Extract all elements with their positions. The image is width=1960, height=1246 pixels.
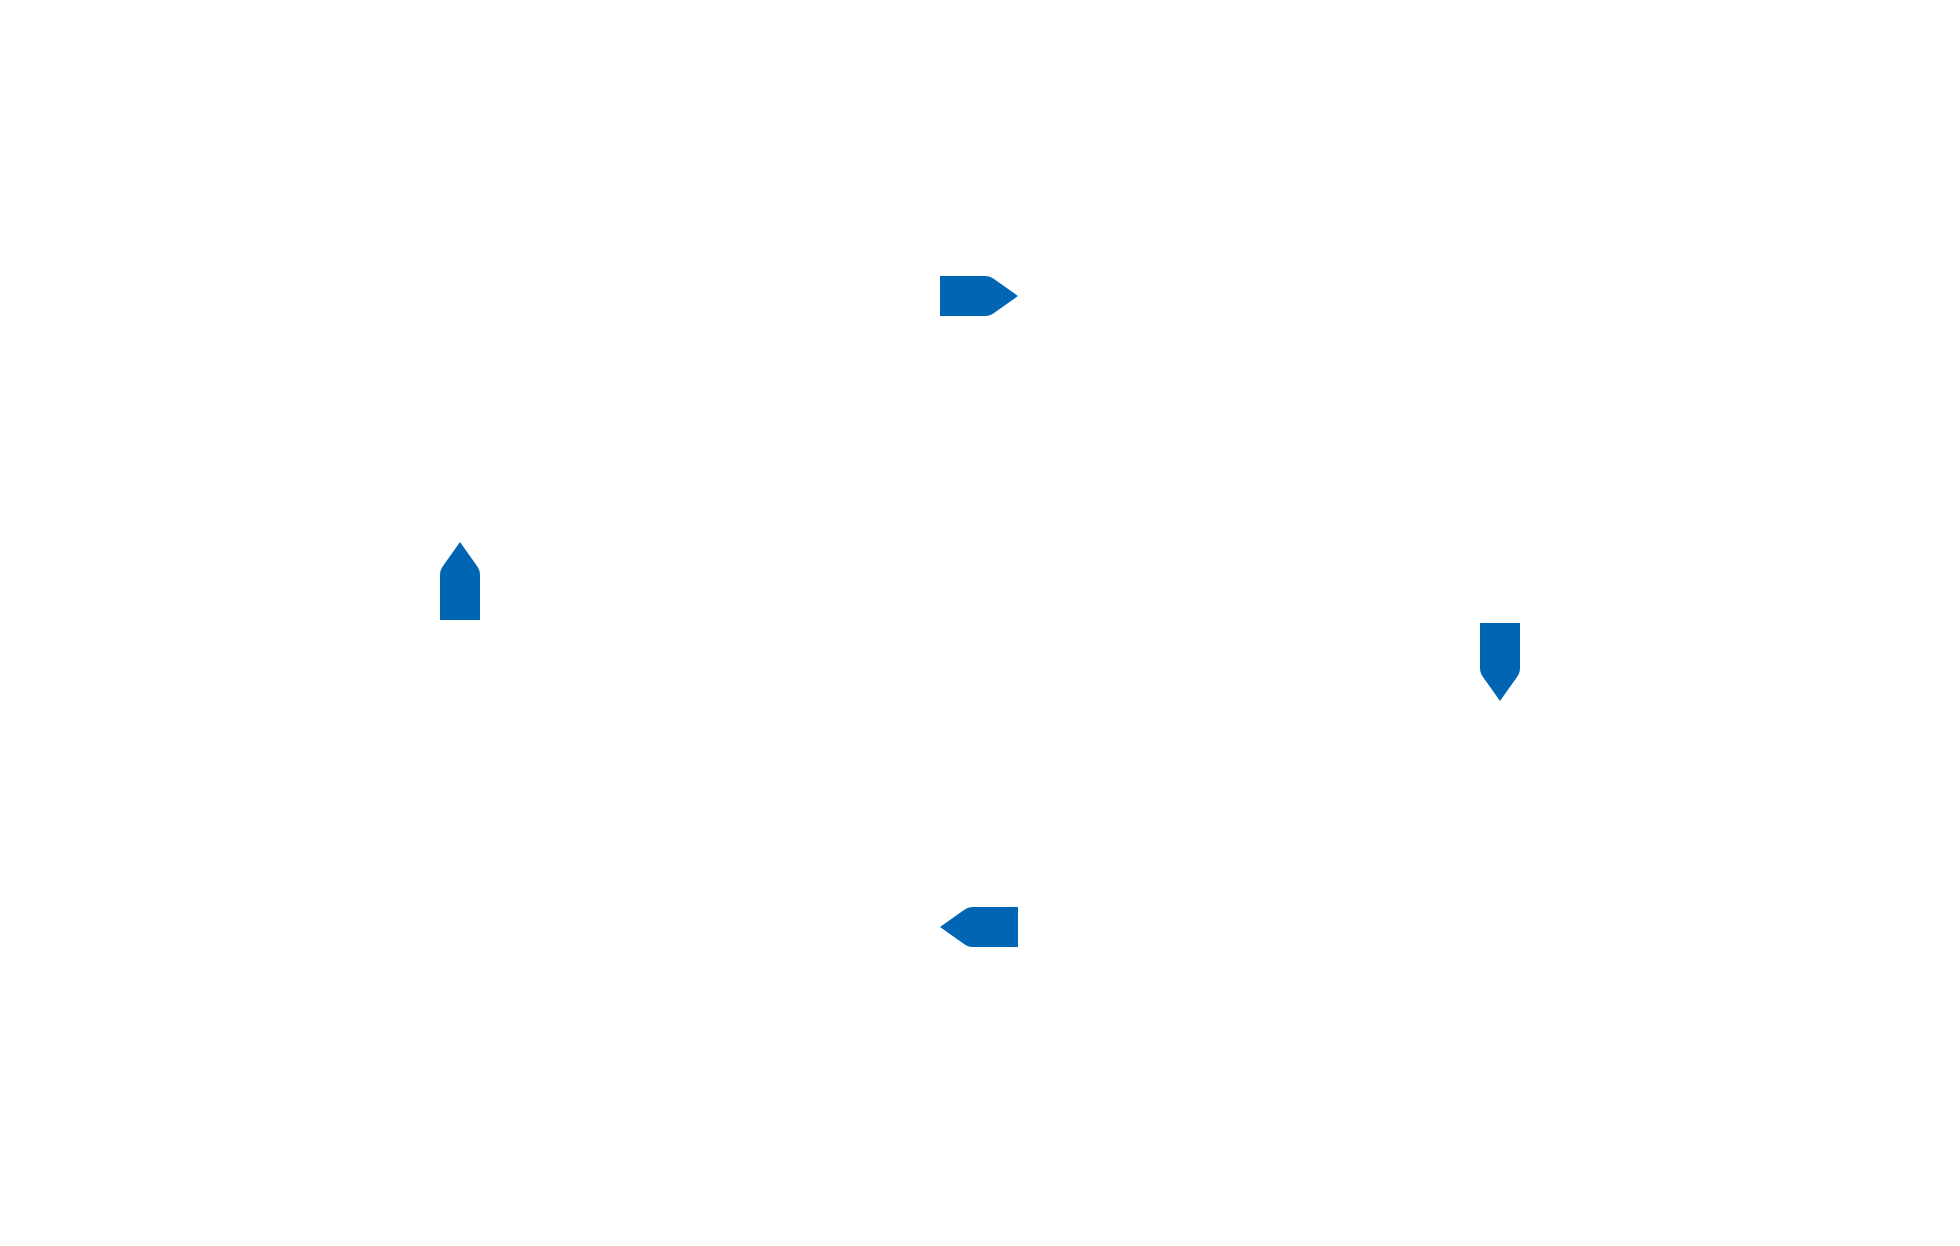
arrow-tab-left-shape (940, 907, 1018, 947)
arrow-tab-up-icon[interactable] (421, 542, 499, 620)
arrow-tab-up-shape (440, 542, 480, 620)
arrow-tab-left-icon[interactable] (940, 888, 1018, 966)
arrow-tab-right-icon[interactable] (940, 257, 1018, 335)
arrow-tab-down-shape (1480, 623, 1520, 701)
arrow-tab-down-icon[interactable] (1461, 623, 1539, 701)
arrow-tab-right-shape (940, 276, 1018, 316)
